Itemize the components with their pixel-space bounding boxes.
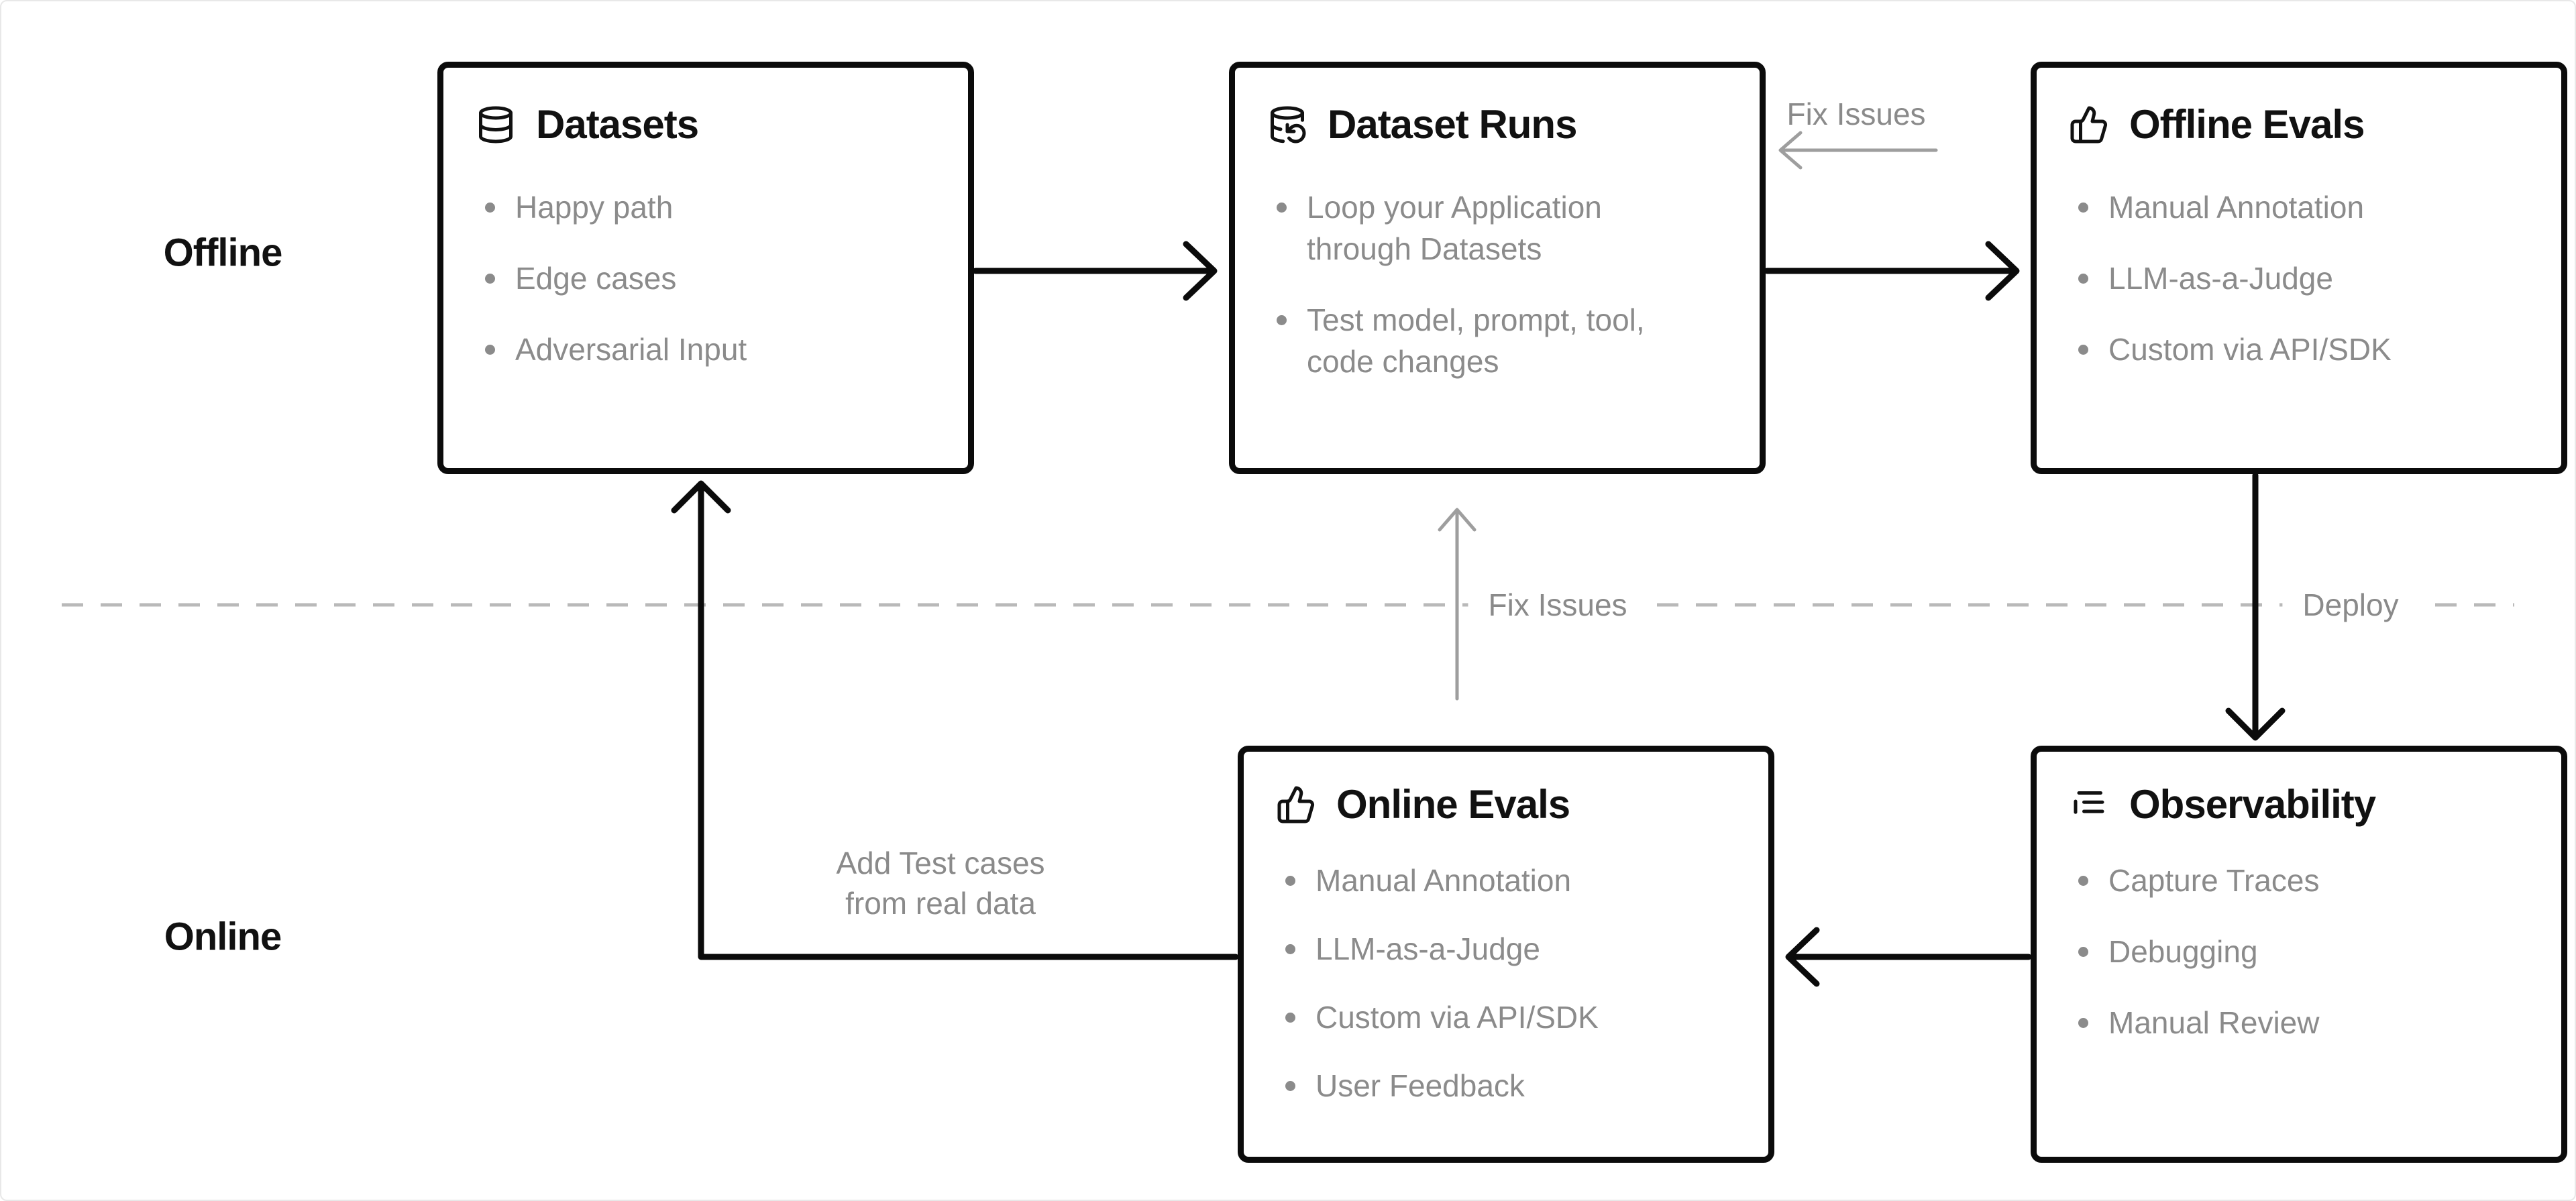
list-item: Custom via API/SDK <box>1285 996 1739 1038</box>
arrow-datasets-to-dataset-runs <box>972 241 1218 301</box>
online-section-label: Online <box>164 915 282 959</box>
list-item: Capture Traces <box>2078 860 2532 901</box>
arrow-offline-evals-to-observability <box>2225 472 2286 741</box>
fix-issues-middle-label: Fix Issues <box>1468 583 1648 627</box>
arrow-fix-issues-top <box>1778 131 1938 170</box>
add-test-cases-label: Add Test cases from real data <box>836 843 1044 923</box>
bullet-dot <box>485 345 495 355</box>
datasets-title: Datasets <box>536 102 699 147</box>
bullet-dot <box>2078 274 2088 284</box>
bullet-dot <box>2078 345 2088 355</box>
list-item: Happy path <box>485 186 938 228</box>
bullet-dot <box>1285 944 1295 954</box>
list-item: Edge cases <box>485 258 938 299</box>
observability-items: Capture Traces Debugging Manual Review <box>2069 860 2532 1043</box>
datasets-items: Happy path Edge cases Adversarial Input <box>476 186 938 370</box>
online-evals-title: Online Evals <box>1336 782 1570 827</box>
deploy-label: Deploy <box>2282 583 2419 627</box>
bullet-dot <box>1285 876 1295 886</box>
dataset-runs-box: Dataset Runs Loop your Application throu… <box>1229 62 1766 474</box>
observability-header: Observability <box>2069 781 2532 827</box>
list-item: Loop your Application through Datasets <box>1277 186 1730 270</box>
offline-evals-header: Offline Evals <box>2069 101 2532 148</box>
datasets-header: Datasets <box>476 101 938 148</box>
bullet-dot <box>1277 315 1287 325</box>
dataset-runs-items: Loop your Application through Datasets T… <box>1267 186 1730 382</box>
offline-section-label: Offline <box>163 231 283 275</box>
bullet-dot <box>2078 876 2088 886</box>
list-item: Test model, prompt, tool, code changes <box>1277 299 1730 382</box>
datasets-box: Datasets Happy path Edge cases Adversari… <box>437 62 974 474</box>
online-evals-items: Manual Annotation LLM-as-a-Judge Custom … <box>1276 860 1739 1106</box>
offline-evals-items: Manual Annotation LLM-as-a-Judge Custom … <box>2069 186 2532 370</box>
list-item: Debugging <box>2078 931 2532 972</box>
bullet-dot <box>1285 1013 1295 1023</box>
database-icon <box>476 105 516 145</box>
bullet-dot <box>485 274 495 284</box>
bullet-dot <box>1277 203 1287 213</box>
list-item: Manual Review <box>2078 1002 2532 1043</box>
bullet-dot <box>2078 203 2088 213</box>
database-backup-icon <box>1267 105 1307 145</box>
online-evals-box: Online Evals Manual Annotation LLM-as-a-… <box>1238 746 1774 1163</box>
bullet-dot <box>1285 1081 1295 1091</box>
offline-evals-box: Offline Evals Manual Annotation LLM-as-a… <box>2031 62 2567 474</box>
observability-title: Observability <box>2129 782 2376 827</box>
list-item: LLM-as-a-Judge <box>1285 928 1739 970</box>
bullet-dot <box>2078 947 2088 957</box>
dataset-runs-header: Dataset Runs <box>1267 101 1730 148</box>
list-item: User Feedback <box>1285 1065 1739 1106</box>
add-test-cases-line1: Add Test cases <box>836 846 1045 880</box>
list-item: Manual Annotation <box>1285 860 1739 901</box>
fix-issues-top-label: Fix Issues <box>1786 97 1926 131</box>
online-evals-header: Online Evals <box>1276 781 1739 827</box>
bullet-dot <box>2078 1018 2088 1028</box>
add-test-cases-line2: from real data <box>845 886 1036 921</box>
list-item: Adversarial Input <box>485 329 938 370</box>
offline-evals-title: Offline Evals <box>2129 102 2365 147</box>
logs-icon <box>2069 785 2109 825</box>
arrow-dataset-runs-to-offline-evals <box>1764 241 2020 301</box>
list-item: Custom via API/SDK <box>2078 329 2532 370</box>
bullet-dot <box>485 203 495 213</box>
list-item: Manual Annotation <box>2078 186 2532 228</box>
thumbs-up-icon <box>2069 105 2109 145</box>
observability-box: Observability Capture Traces Debugging M… <box>2031 746 2567 1163</box>
list-item: LLM-as-a-Judge <box>2078 258 2532 299</box>
arrow-observability-to-online-evals <box>1785 927 2032 987</box>
dataset-runs-title: Dataset Runs <box>1328 102 1577 147</box>
thumbs-up-icon <box>1276 785 1316 825</box>
